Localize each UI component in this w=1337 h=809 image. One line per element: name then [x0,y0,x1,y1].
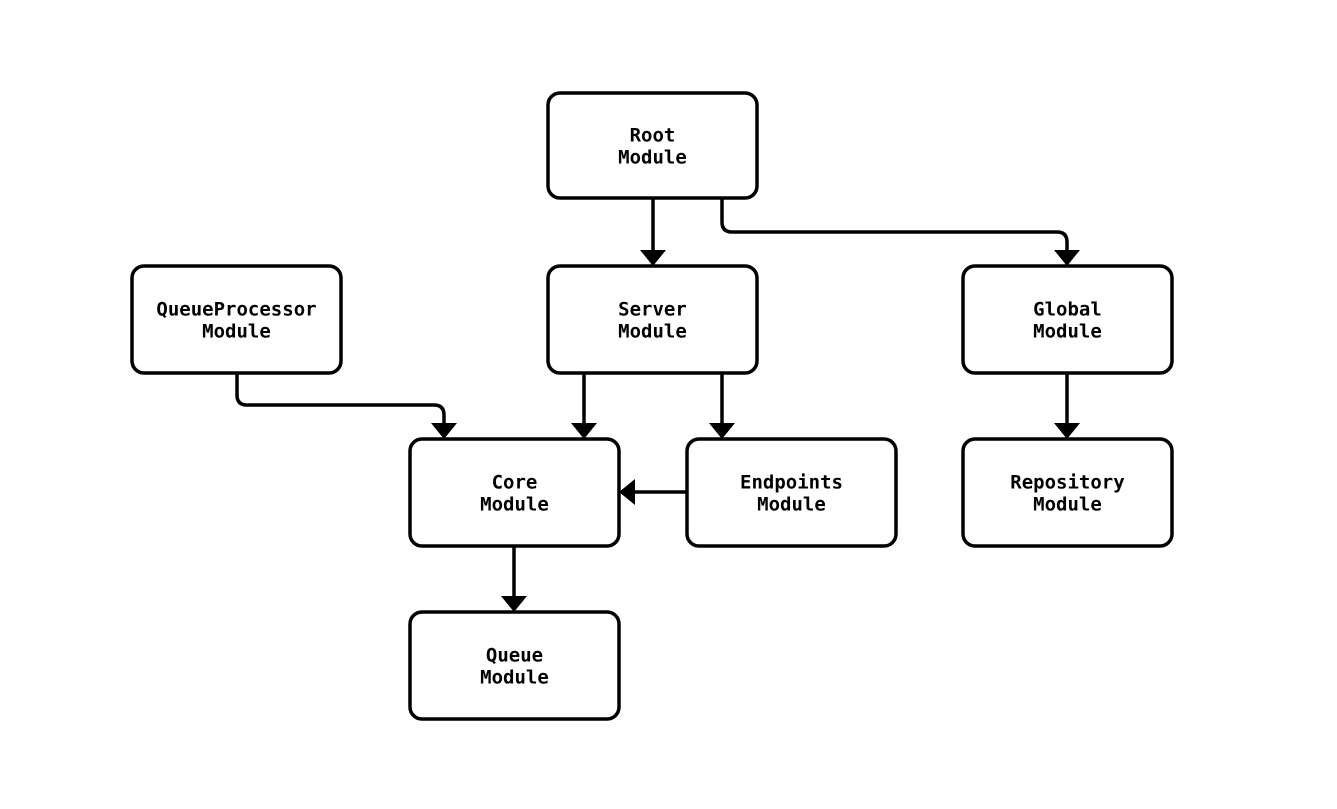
node-server-box [546,264,759,375]
node-repository-label: Module [1033,494,1102,516]
arrowhead-server-endpoints [709,423,735,439]
arrowhead-queueprocessor-core [431,423,457,439]
node-queueprocessor-label: Module [202,321,271,343]
edge-root-global [720,198,1069,250]
node-queue-label: Queue [486,645,543,667]
arrowhead-endpoints-core [619,479,635,505]
node-core-label: Core [492,472,538,494]
node-global-label: Global [1033,299,1102,321]
node-queue-box [408,610,621,721]
node-endpoints-label: Module [757,494,826,516]
node-root-label: Module [618,147,687,169]
edge-queueprocessor-core [235,373,446,423]
node-global-label: Module [1033,321,1102,343]
arrowhead-global-repository [1054,423,1080,439]
node-server-label: Server [618,299,687,321]
arrowhead-server-core [571,423,597,439]
node-repository-label: Repository [1010,472,1124,494]
node-endpoints-label: Endpoints [740,472,843,494]
arrowhead-core-queue [501,596,527,612]
node-repository-box [961,437,1174,548]
node-core-label: Module [480,494,549,516]
arrowhead-root-global [1054,250,1080,266]
node-server-label: Module [618,321,687,343]
arrowhead-root-server [640,250,666,266]
node-root-label: Root [630,125,676,147]
node-queue-label: Module [480,667,549,689]
node-queueprocessor-label: QueueProcessor [156,299,316,321]
